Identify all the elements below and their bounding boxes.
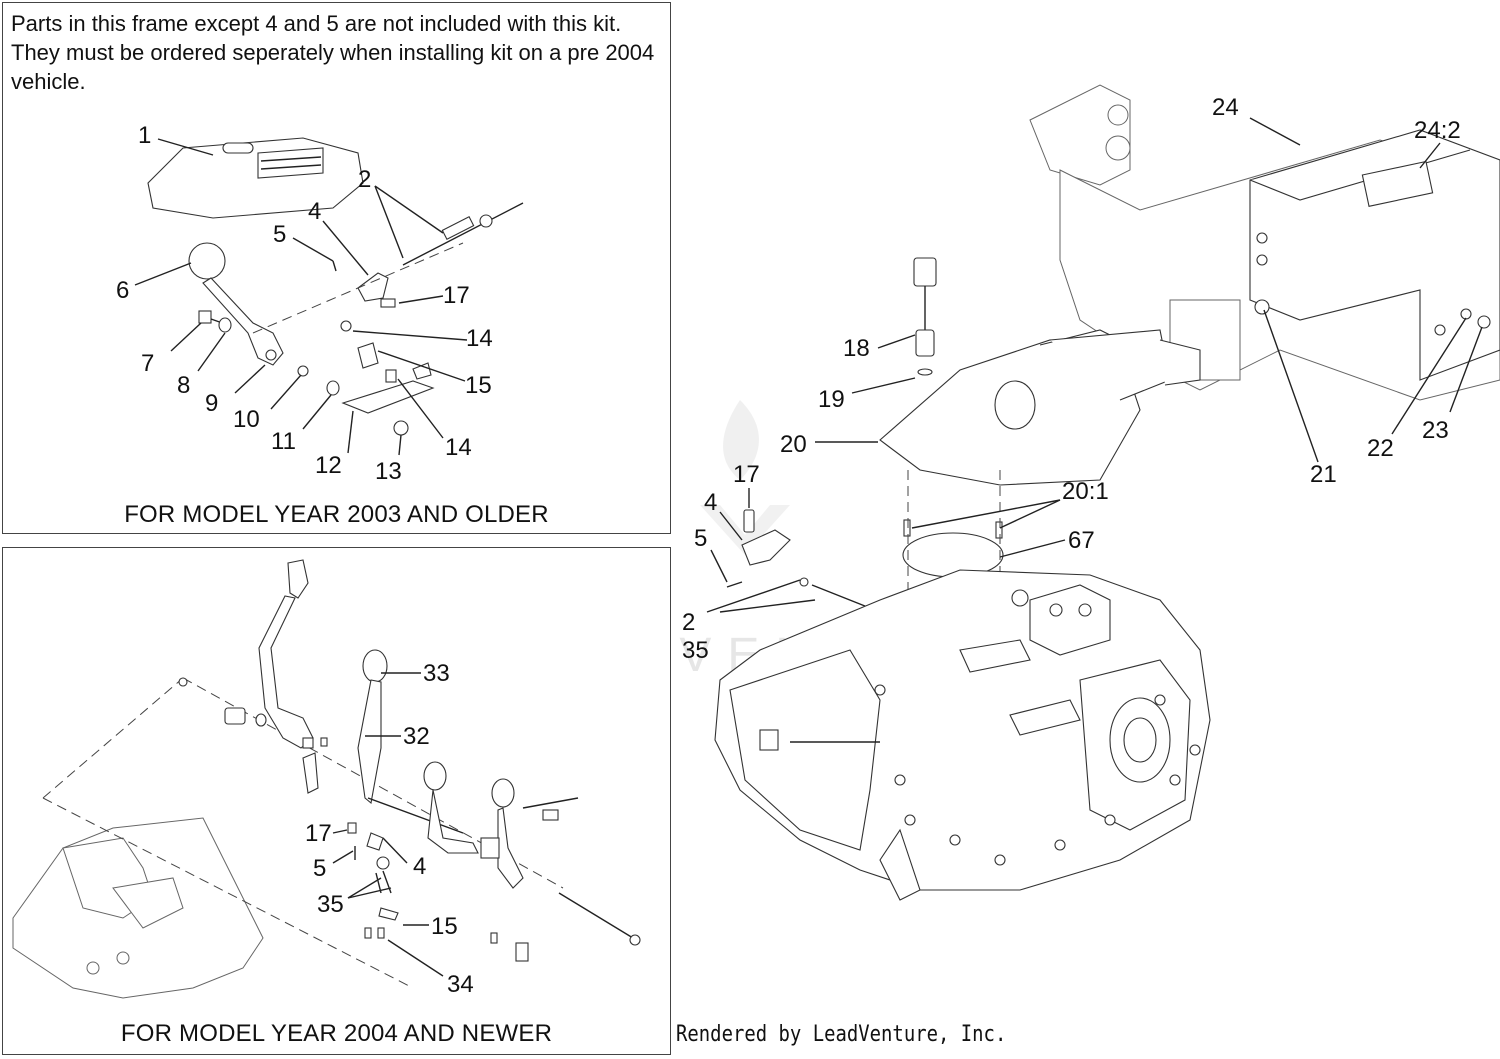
callout-6: 6 <box>116 277 129 304</box>
cover-plate <box>1249 129 1500 381</box>
callout-33: 33 <box>423 660 450 687</box>
main-callout-22: 22 <box>1367 435 1394 462</box>
callout-17: 17 <box>443 282 470 309</box>
main-callout-20-1: 20:1 <box>1062 478 1109 505</box>
callout-15: 15 <box>465 372 492 399</box>
transaxle-housing <box>714 569 1211 901</box>
watermark-logo <box>700 400 790 555</box>
shifter-plate <box>147 137 364 219</box>
frame-model-2004-newer: 33 32 17 5 4 35 15 34 FOR MODEL YEAR 200… <box>2 547 671 1055</box>
shifter-2004-leaders <box>332 672 444 977</box>
callout-1: 1 <box>138 122 151 149</box>
shift-arm <box>332 260 396 308</box>
callout-13: 13 <box>375 458 402 485</box>
chassis-section <box>12 677 564 999</box>
callout-5: 5 <box>273 221 286 248</box>
frame-caption: FOR MODEL YEAR 2004 AND NEWER <box>120 1020 553 1047</box>
callout-15: 15 <box>431 913 458 940</box>
small-hardware <box>302 737 399 939</box>
callout-32: 32 <box>403 723 430 750</box>
shift-lever-alt <box>357 649 464 834</box>
callout-35: 35 <box>317 891 344 918</box>
callout-7: 7 <box>141 350 154 377</box>
main-callout-24: 24 <box>1212 94 1239 121</box>
frame-caption: FOR MODEL YEAR 2003 AND OLDER <box>124 501 549 528</box>
main-callout-5: 5 <box>694 525 707 552</box>
main-callout-67: 67 <box>1068 527 1095 554</box>
main-callout-35: 35 <box>682 637 709 664</box>
callout-4: 4 <box>308 198 321 225</box>
shift-arm <box>726 509 881 613</box>
callout-11: 11 <box>271 428 296 455</box>
main-leaders <box>706 117 1483 613</box>
shift-lever-variants <box>423 761 641 962</box>
main-callout-24-2: 24:2 <box>1414 117 1461 144</box>
frame-model-2003-older: Parts in this frame except 4 and 5 are n… <box>2 2 671 534</box>
main-callout-4: 4 <box>704 489 717 516</box>
shift-cable <box>402 202 524 266</box>
shift-lever <box>188 242 284 366</box>
shifter-diagram-2003: 1 2 4 5 6 17 7 8 9 14 10 15 11 14 12 13 <box>116 122 524 485</box>
shifter-leaders <box>134 138 468 456</box>
callout-14-upper: 14 <box>466 325 493 352</box>
callout-12: 12 <box>315 452 342 479</box>
speed-sensor <box>913 257 937 376</box>
main-callout-19: 19 <box>818 386 845 413</box>
callout-5: 5 <box>313 855 326 882</box>
callout-8: 8 <box>177 372 190 399</box>
callout-10: 10 <box>233 406 260 433</box>
main-callout-2: 2 <box>682 609 695 636</box>
pivot-bolt <box>198 310 232 333</box>
callout-34: 34 <box>447 971 474 998</box>
callout-4: 4 <box>413 853 426 880</box>
main-callout-17: 17 <box>733 461 760 488</box>
main-callout-20: 20 <box>780 431 807 458</box>
main-callout-21: 21 <box>1310 461 1337 488</box>
frame-note: Parts in this frame except 4 and 5 are n… <box>11 11 655 94</box>
gearcase-cover <box>879 329 1201 486</box>
render-credit: Rendered by LeadVenture, Inc. <box>676 1022 1007 1047</box>
main-callout-18: 18 <box>843 335 870 362</box>
shift-lever-main <box>178 559 319 794</box>
callout-14-lower: 14 <box>445 434 472 461</box>
shifter-diagram-2004: 33 32 17 5 4 35 15 34 <box>12 559 641 999</box>
main-callout-23: 23 <box>1422 417 1449 444</box>
callout-2: 2 <box>358 166 371 193</box>
mount-bracket <box>297 320 435 436</box>
callout-17: 17 <box>305 820 332 847</box>
callout-9: 9 <box>205 390 218 417</box>
